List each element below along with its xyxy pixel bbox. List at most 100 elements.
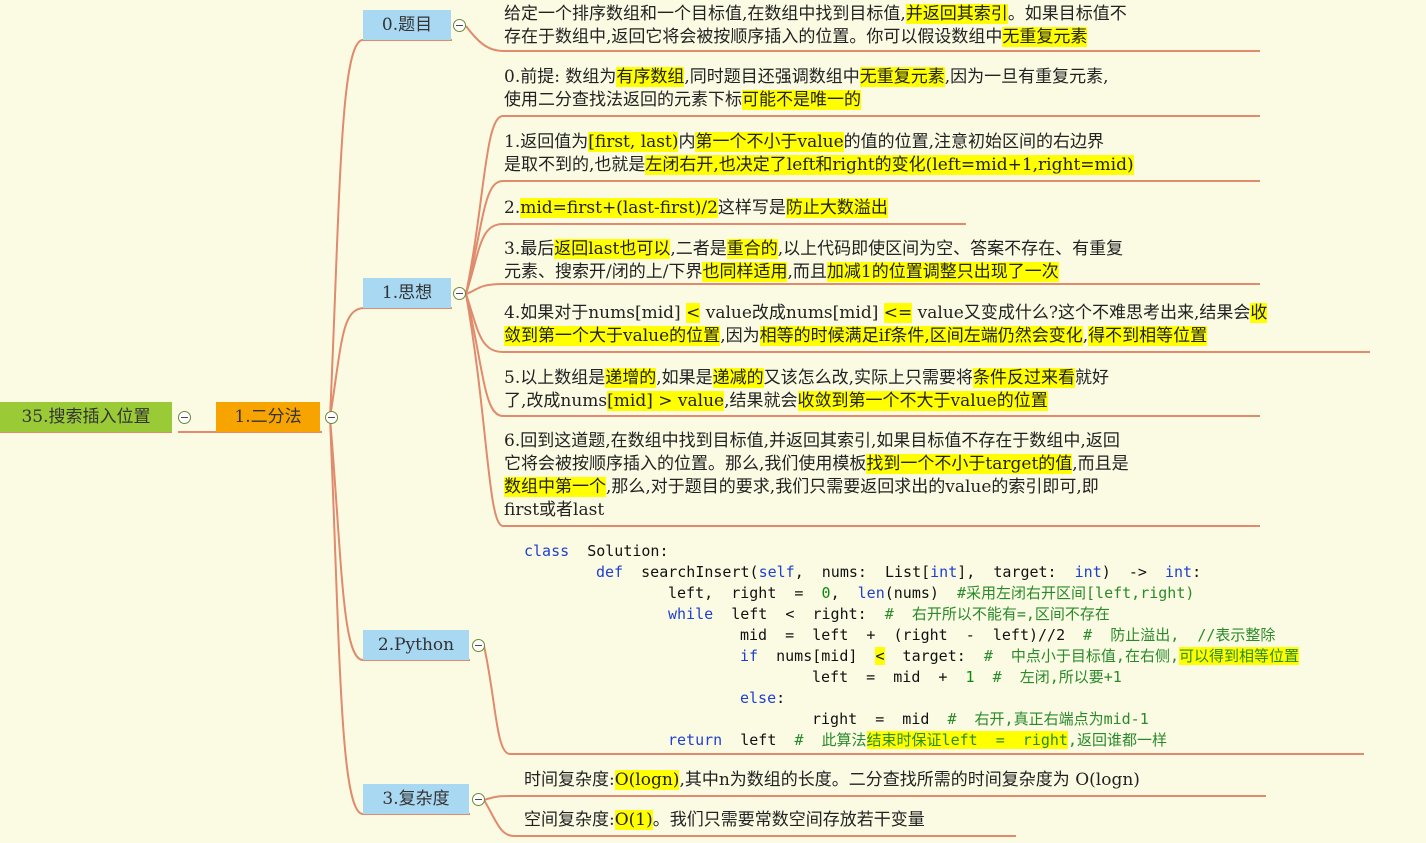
idea-leaf-1[interactable]: 1.返回值为[first, last)内第一个不小于value的值的位置,注意初… [504, 131, 1134, 177]
link-idea-p5 [465, 293, 1260, 417]
leaf-text: 时间复杂度: [524, 770, 615, 790]
idea-leaf-6[interactable]: 6.回到这道题,在数组中找到目标值,并返回其索引,如果目标值不存在于数组中,返回… [504, 430, 1129, 522]
link-idea-p3 [465, 283, 1260, 295]
title-leaf[interactable]: 给定一个排序数组和一个目标值,在数组中找到目标值,并返回其索引。如果目标值不 存… [504, 3, 1127, 49]
leaf-text: 的值的位置,注意初始区间的右边界 [843, 132, 1105, 152]
highlight-text: 条件反过来看 [973, 368, 1076, 388]
leaf-text: ,结果就会 [724, 391, 798, 411]
leaf-text: value又变成什么?这个不难思考出来,结果会 [912, 303, 1251, 323]
highlight-text: 得不到相等位置 [1088, 326, 1208, 346]
highlight-text: 递减的 [712, 368, 764, 388]
code-line: else: [740, 689, 786, 707]
idea-leaf-3[interactable]: 3.最后返回last也可以,二者是重合的,以上代码即使区间为空、答案不存在、有重… [504, 238, 1123, 284]
highlight-text: 递增的 [605, 368, 657, 388]
leaf-text: 空间复杂度: [524, 810, 615, 830]
python-code-block[interactable]: class Solution: def searchInsert(self, nu… [524, 541, 1300, 751]
idea-leaf-2[interactable]: 2.mid=first+(last-first)/2这样写是防止大数溢出 [504, 197, 888, 220]
link-method-python [329, 417, 364, 661]
highlight-text: 有序数组 [616, 67, 685, 87]
section-idea-node[interactable]: 1.思想 [363, 278, 451, 308]
link-title-leaf [465, 25, 1260, 52]
leaf-text: 1.返回值为 [504, 132, 589, 152]
time-complexity-leaf[interactable]: 时间复杂度:O(logn),其中n为数组的长度。二分查找所需的时间复杂度为 O(… [524, 769, 1140, 792]
leaf-text: 。我们只需要常数空间存放若干变量 [652, 810, 925, 830]
link-complexity-space [483, 799, 1016, 837]
code-line: if nums[mid] < target: # 中点小于目标值,在右侧,可以得… [740, 647, 1300, 665]
highlight-text: 敛到第一个大于value的位置 [504, 326, 721, 346]
link-idea-p2 [465, 223, 966, 295]
highlight-text: mid=first+(last-first)/2 [520, 198, 718, 218]
leaf-text: 。如果目标值不 [1007, 4, 1127, 24]
highlight-text: 也同样适用 [702, 262, 788, 282]
idea-leaf-5[interactable]: 5.以上数组是递增的,如果是递减的又该怎么改,实际上只需要将条件反过来看就好 了… [504, 367, 1109, 413]
code-line: class Solution: [524, 542, 669, 560]
leaf-text: 又该怎么改,实际上只需要将 [763, 368, 974, 388]
highlight-text: 收 [1250, 303, 1268, 323]
idea-leaf-0[interactable]: 0.前提: 数组为有序数组,同时题目还强调数组中无重复元素,因为一旦有重复元素,… [504, 66, 1109, 112]
link-complexity-time [483, 795, 1266, 801]
leaf-text: ,因为一旦有重复元素, [944, 67, 1109, 87]
leaf-text: 5.以上数组是 [504, 368, 606, 388]
highlight-text: 第一个不小于value [695, 132, 844, 152]
highlight-text: 数组中第一个 [504, 477, 606, 497]
code-line: right = mid # 右开,真正右端点为mid-1 [812, 710, 1149, 728]
leaf-text: 元素、搜索开/闭的上/下界 [504, 262, 703, 282]
link-idea-p4 [465, 293, 1370, 353]
leaf-text: 6.回到这道题,在数组中找到目标值,并返回其索引,如果目标值不存在于数组中,返回 [504, 431, 1120, 451]
leaf-text: ,那么,对于题目的要求,我们只需要返回求出的value的索引即可,即 [606, 477, 1099, 497]
highlight-text: 无重复元素 [859, 67, 945, 87]
code-line: mid = left + (right - left)//2 # 防止溢出, /… [740, 626, 1276, 644]
highlight-text: < [686, 303, 701, 323]
link-idea-p1 [465, 180, 1260, 295]
highlight-text: [first, last) [588, 132, 679, 152]
leaf-text: 2. [504, 198, 521, 218]
leaf-text: , [1082, 326, 1089, 346]
link-idea-p0 [465, 115, 1260, 295]
leaf-text: 这样写是 [717, 198, 786, 218]
leaf-text: 0.前提: 数组为 [504, 67, 617, 87]
collapse-icon[interactable] [325, 411, 338, 424]
leaf-text: 了,改成nums [504, 391, 608, 411]
highlight-text: 相等的时候满足if条件,区间左端仍然会变化 [759, 326, 1083, 346]
section-python-node[interactable]: 2.Python [363, 630, 469, 660]
leaf-text: 4.如果对于nums[mid] [504, 303, 687, 323]
highlight-text: 收敛到第一个不大于value的位置 [797, 391, 1048, 411]
idea-leaf-4[interactable]: 4.如果对于nums[mid] < value改成nums[mid] <= va… [504, 302, 1268, 348]
leaf-text: 内 [678, 132, 696, 152]
highlight-text: 并返回其索引 [905, 4, 1008, 24]
code-line: def searchInsert(self, nums: List[int], … [596, 563, 1202, 581]
collapse-icon[interactable] [453, 287, 466, 300]
highlight-text: 找到一个不小于target的值 [866, 454, 1073, 474]
leaf-text: ,如果是 [656, 368, 713, 388]
space-complexity-leaf[interactable]: 空间复杂度:O(1)。我们只需要常数空间存放若干变量 [524, 809, 925, 832]
link-method-title [329, 39, 364, 419]
section-title-node[interactable]: 0.题目 [363, 10, 451, 40]
highlight-text: 返回last也可以 [554, 239, 671, 259]
highlight-text: O(logn) [614, 770, 680, 790]
code-line: return left # 此算法结束时保证left = right,返回谁都一… [668, 731, 1168, 749]
leaf-text: ,而且 [787, 262, 827, 282]
link-idea-p6 [465, 293, 1260, 527]
leaf-text: ,同时题目还强调数组中 [684, 67, 860, 87]
leaf-text: ,以上代码即使区间为空、答案不存在、有重复 [777, 239, 1124, 259]
leaf-text: 就好 [1075, 368, 1110, 388]
highlight-text: 防止大数溢出 [785, 198, 888, 218]
highlight-text: O(1) [614, 810, 653, 830]
section-complexity-node[interactable]: 3.复杂度 [363, 784, 469, 814]
leaf-text: 给定一个排序数组和一个目标值,在数组中找到目标值, [504, 4, 906, 24]
highlight-text: 可能不是唯一的 [742, 90, 861, 110]
root-node[interactable]: 35.搜索插入位置 [0, 402, 172, 432]
leaf-text: ,二者是 [670, 239, 727, 259]
collapse-icon[interactable] [472, 793, 485, 806]
collapse-icon[interactable] [178, 411, 191, 424]
code-line: while left < right: # 右开所以不能有=,区间不存在 [668, 605, 1110, 623]
leaf-text: value改成nums[mid] [700, 303, 884, 323]
link-method-complexity [329, 417, 364, 815]
leaf-text: 它将会被按顺序插入的位置。那么,我们使用模板 [504, 454, 867, 474]
collapse-icon[interactable] [472, 639, 485, 652]
collapse-icon[interactable] [453, 19, 466, 32]
link-python-code [483, 645, 1364, 755]
leaf-text: ,其中n为数组的长度。二分查找所需的时间复杂度为 O(logn) [679, 770, 1140, 790]
highlight-text: [mid] > value [607, 391, 725, 411]
method-node[interactable]: 1.二分法 [216, 402, 320, 432]
